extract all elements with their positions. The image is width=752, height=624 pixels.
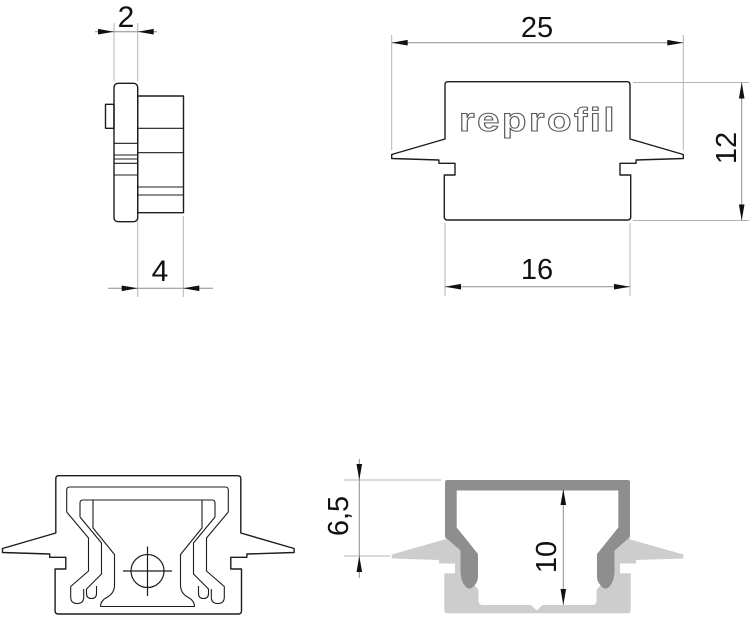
dim-label-inner-height: 10 [531, 541, 563, 573]
section-view: 6,5 10 [323, 459, 684, 614]
side-view-body-edges [137, 127, 184, 196]
arrowhead [667, 39, 684, 46]
extension-line [444, 223, 631, 296]
dim-label-top-height: 6,5 [323, 496, 355, 536]
side-view-flange-edges [114, 142, 138, 176]
front-view: 25 12 16 reprofil [391, 12, 749, 296]
dim-label-overall-width: 25 [521, 12, 553, 44]
arrowhead [391, 39, 408, 46]
side-view-flange [113, 82, 139, 223]
extension-line [113, 23, 139, 81]
arrowhead [560, 589, 567, 605]
rear-plug-contour [66, 486, 229, 605]
side-view-body [136, 95, 185, 214]
arrowhead [137, 28, 154, 35]
extension-line [344, 479, 441, 557]
arrowhead [183, 285, 200, 292]
arrowhead [98, 28, 114, 35]
arrowhead [356, 464, 363, 480]
side-view-clip-tab [104, 103, 115, 130]
arrowhead [738, 82, 745, 99]
arrowhead [738, 204, 745, 221]
extension-line [137, 216, 184, 297]
arrowhead [560, 489, 567, 505]
rear-cavity-edges [92, 500, 203, 608]
dim-label-body-width: 16 [521, 254, 553, 286]
extension-line [391, 35, 684, 150]
extension-line [633, 82, 749, 221]
dim-label-total-depth: 4 [152, 255, 169, 288]
arrowhead [121, 285, 138, 292]
rear-view [1, 475, 295, 615]
center-mark-crosshair [123, 546, 172, 596]
arrowhead [356, 556, 363, 572]
arrowhead [445, 283, 461, 290]
section-endcap-shape [391, 537, 684, 614]
rear-channel-contour [79, 499, 216, 600]
dim-label-flange-thickness: 2 [118, 1, 135, 34]
dim-label-height: 12 [711, 132, 743, 164]
logo-engraving: reprofil [459, 101, 617, 138]
side-view: 2 4 [95, 1, 213, 297]
section-profile-shape [445, 480, 630, 589]
rear-view-outline [1, 475, 295, 615]
arrowhead [614, 283, 630, 290]
